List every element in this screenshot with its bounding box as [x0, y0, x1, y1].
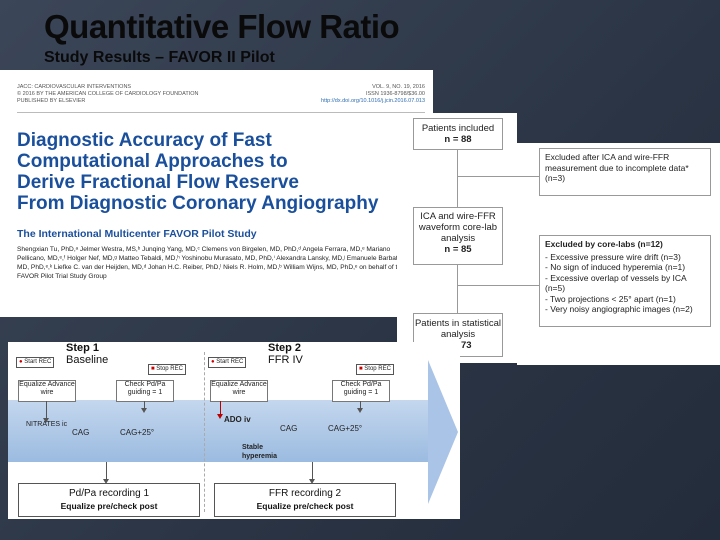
protocol-diagram: Step 1 Baseline ● Start REC ■ Stop REC E…	[8, 342, 460, 519]
excluded-core-lab-box: Excluded by core-labs (n=12) - Excessive…	[539, 235, 711, 327]
journal-info-left: JACC: CARDIOVASCULAR INTERVENTIONS © 201…	[17, 84, 199, 104]
paper-header-image: JACC: CARDIOVASCULAR INTERVENTIONS © 201…	[0, 70, 433, 317]
step2-heading: Step 2 FFR IV	[268, 342, 303, 366]
recording-2-box: FFR recording 2 Equalize pre/check post	[214, 483, 396, 517]
flow-connector	[457, 264, 458, 313]
patients-included-box: Patients included n = 88	[413, 118, 503, 150]
journal-info-right: VOL. 9, NO. 19, 2016 ISSN 1936-8798/$36.…	[321, 84, 425, 104]
excluded-incomplete-box: Excluded after ICA and wire-FFR measurem…	[539, 148, 711, 196]
flow-connector	[457, 149, 458, 207]
cag-label-1: CAG	[72, 428, 90, 437]
ado-arrow	[217, 401, 223, 419]
flow-arrow	[103, 462, 109, 484]
flow-arrow	[43, 401, 49, 423]
timeline-arrow-head	[428, 360, 458, 504]
stop-rec-tag-2: ■ Stop REC	[356, 364, 394, 375]
core-lab-analysis-box: ICA and wire-FFR waveform core-lab analy…	[413, 207, 503, 265]
step1-heading: Step 1 Baseline	[66, 342, 109, 366]
flow-connector	[457, 285, 539, 286]
step-separator	[204, 352, 205, 512]
cag-label-2: CAG	[280, 424, 298, 433]
flow-arrow	[309, 462, 315, 484]
check-box-2: Check Pd/Pa guiding = 1	[332, 380, 390, 402]
stop-rec-tag-1: ■ Stop REC	[148, 364, 186, 375]
check-box-1: Check Pd/Pa guiding = 1	[116, 380, 174, 402]
nitrates-label: NITRATES ic	[26, 421, 68, 428]
timeline-arrow-band	[8, 400, 428, 462]
slide-subtitle: Study Results – FAVOR II Pilot	[44, 49, 275, 66]
flow-connector	[457, 176, 539, 177]
study-name: The International Multicenter FAVOR Pilo…	[17, 228, 257, 240]
cag25-label-1: CAG+25°	[120, 428, 155, 437]
recording-1-box: Pd/Pa recording 1 Equalize pre/check pos…	[18, 483, 200, 517]
cag25-label-2: CAG+25°	[328, 424, 363, 433]
header-rule	[17, 112, 425, 113]
ado-label: ADO iv	[224, 415, 251, 424]
equalize-box-1: Equalize Advance wire	[18, 380, 76, 402]
slide-title: Quantitative Flow Ratio	[44, 8, 400, 45]
start-rec-tag-1: ● Start REC	[16, 357, 55, 368]
stable-hyperemia-label: Stable hyperemia	[242, 444, 278, 460]
flow-arrow	[357, 401, 363, 413]
start-rec-tag-2: ● Start REC	[208, 357, 247, 368]
paper-title: Diagnostic Accuracy of Fast Computationa…	[17, 130, 379, 214]
equalize-box-2: Equalize Advance wire	[210, 380, 268, 402]
author-list: Shengxian Tu, PhD,ᵃ Jelmer Westra, MS,ᵇ …	[17, 246, 405, 280]
flow-arrow	[141, 401, 147, 413]
